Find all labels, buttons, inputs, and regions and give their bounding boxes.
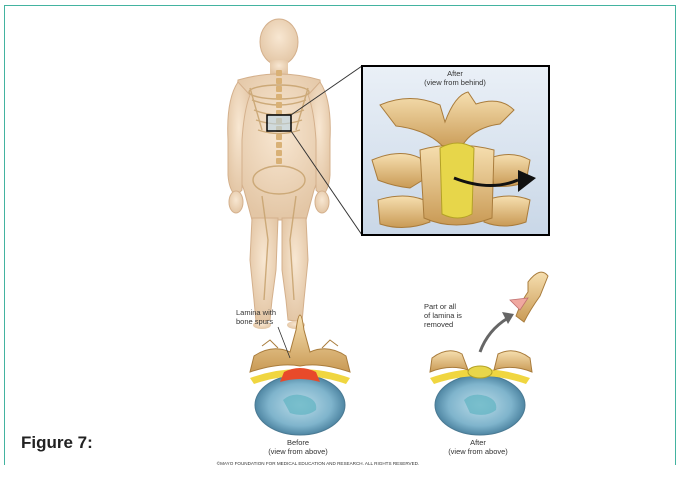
removed-lamina [516, 272, 548, 322]
right-caption-line2: (view from above) [448, 447, 508, 456]
vertebra-before: Lamina with bone spurs Before (view from… [236, 308, 350, 456]
body-back-view [228, 19, 362, 329]
right-label-line1: Part or all [424, 302, 456, 311]
inset-title: After [447, 69, 463, 78]
copyright-notice: ©MAYO FOUNDATION FOR MEDICAL EDUCATION A… [217, 460, 420, 466]
right-caption-line1: After [470, 438, 486, 447]
lumbar-highlight-box [267, 115, 291, 131]
inset-subtitle: (view from behind) [424, 78, 486, 87]
right-label-line3: removed [424, 320, 453, 329]
left-label-line2: bone spurs [236, 317, 273, 326]
left-caption-line1: Before [287, 438, 309, 447]
right-label-line2: of lamina is [424, 311, 462, 320]
figure-label: Figure 7: [21, 433, 93, 453]
left-label-line1: Lamina with [236, 308, 276, 317]
inset-after-behind: After (view from behind) [362, 66, 549, 235]
left-caption-line2: (view from above) [268, 447, 328, 456]
vertebra-after: Part or all of lamina is removed After (… [424, 272, 548, 456]
